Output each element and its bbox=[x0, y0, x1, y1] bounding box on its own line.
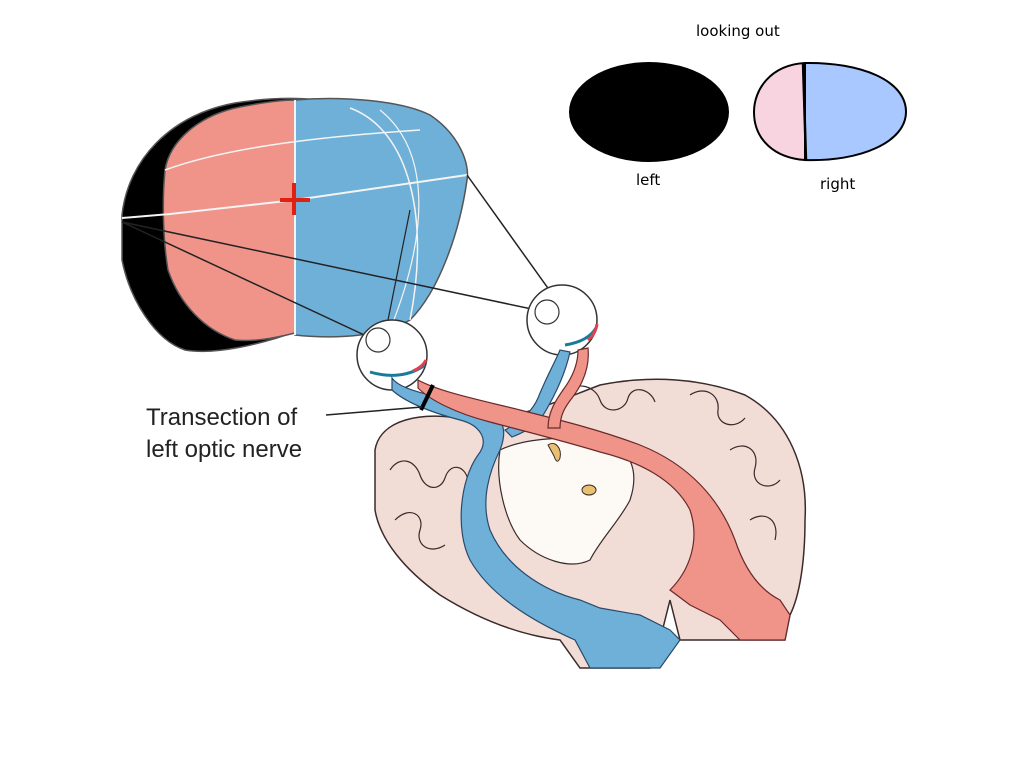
field-arc bbox=[164, 129, 421, 171]
annotation-leader-line bbox=[325, 406, 423, 416]
transection-mark bbox=[419, 384, 435, 411]
nucleus-right bbox=[581, 484, 597, 496]
field-arc-3 bbox=[379, 109, 420, 331]
left-eye-label: left bbox=[636, 171, 660, 189]
fixation-cross bbox=[280, 183, 310, 215]
red-optic-pathway bbox=[417, 378, 791, 641]
projection-line bbox=[384, 209, 411, 336]
left-eye-view bbox=[569, 62, 729, 162]
nucleus-left bbox=[547, 443, 561, 462]
visual-field bbox=[121, 97, 561, 353]
viewer-heading: looking out bbox=[696, 22, 780, 40]
right-hemifield bbox=[294, 97, 469, 338]
brain-section bbox=[374, 347, 807, 669]
projection-line bbox=[121, 221, 561, 316]
gyri bbox=[389, 385, 781, 550]
right-eye-view bbox=[752, 61, 908, 162]
annotation-line-2: left optic nerve bbox=[146, 436, 302, 463]
right-eye-label: right bbox=[820, 175, 855, 193]
projection-line bbox=[466, 174, 561, 306]
red-nerve-right-eye bbox=[547, 347, 589, 429]
field-arc-2 bbox=[349, 107, 419, 321]
right-eyeball bbox=[526, 284, 599, 356]
annotation-line-1: Transection of bbox=[146, 404, 298, 431]
blue-nerve-right-eye bbox=[504, 349, 571, 438]
horizontal-meridian bbox=[121, 174, 468, 219]
projection-line bbox=[121, 221, 376, 341]
